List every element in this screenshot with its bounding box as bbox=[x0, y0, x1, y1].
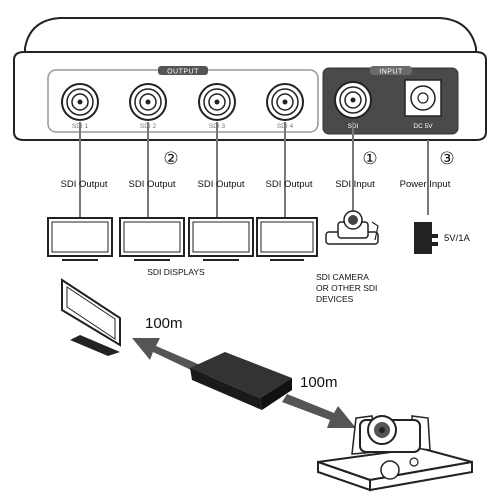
callout-input: ① bbox=[362, 149, 377, 168]
camera-label-line-2: OR OTHER SDI bbox=[316, 283, 377, 293]
display-1 bbox=[47, 217, 113, 261]
output-label-3: SDI Output bbox=[198, 179, 245, 190]
port-label-dc-5v: DC 5V bbox=[413, 123, 433, 130]
display-2 bbox=[119, 217, 185, 261]
display-4 bbox=[256, 217, 318, 261]
bnc-port-sdi-1 bbox=[61, 83, 99, 121]
remote-camera-icon bbox=[317, 415, 473, 492]
display-3 bbox=[188, 217, 254, 261]
input-group-label: INPUT bbox=[379, 69, 403, 76]
camera-label-line-3: DEVICES bbox=[316, 294, 354, 304]
power-adapter-icon bbox=[414, 222, 438, 254]
distance-label-right: 100m bbox=[300, 374, 338, 391]
extender-box-icon bbox=[190, 352, 292, 410]
output-label-1: SDI Output bbox=[61, 179, 108, 190]
bnc-port-sdi-3 bbox=[198, 83, 236, 121]
input-group-tab bbox=[370, 66, 412, 75]
output-label-2: SDI Output bbox=[129, 179, 176, 190]
bnc-port-sdi-input bbox=[334, 81, 372, 119]
arrow-to-camera bbox=[282, 394, 356, 428]
svg-text:①: ① bbox=[362, 149, 377, 168]
output-group-tab bbox=[158, 66, 208, 75]
callout-power: ③ bbox=[439, 149, 454, 168]
sdi-displays bbox=[47, 217, 318, 261]
camera-label-line-1: SDI CAMERA bbox=[316, 272, 369, 282]
sdi-camera-icon bbox=[325, 210, 379, 245]
bnc-port-sdi-2 bbox=[129, 83, 167, 121]
output-label-4: SDI Output bbox=[266, 179, 313, 190]
callout-output: ② bbox=[163, 149, 178, 168]
svg-text:②: ② bbox=[163, 149, 178, 168]
input-label: SDI Input bbox=[335, 179, 375, 190]
adapter-label: 5V/1A bbox=[444, 233, 471, 244]
bnc-port-sdi-4 bbox=[266, 83, 304, 121]
remote-monitor-icon bbox=[61, 278, 121, 356]
cables bbox=[79, 122, 429, 220]
displays-label: SDI DISPLAYS bbox=[147, 267, 205, 277]
output-group-label: OUTPUT bbox=[167, 69, 199, 76]
distance-label-left: 100m bbox=[145, 315, 183, 332]
extender-device: OUTPUT INPUT bbox=[13, 17, 487, 141]
dc-power-jack bbox=[404, 79, 442, 117]
svg-text:③: ③ bbox=[439, 149, 454, 168]
power-label: Power Input bbox=[400, 179, 451, 190]
